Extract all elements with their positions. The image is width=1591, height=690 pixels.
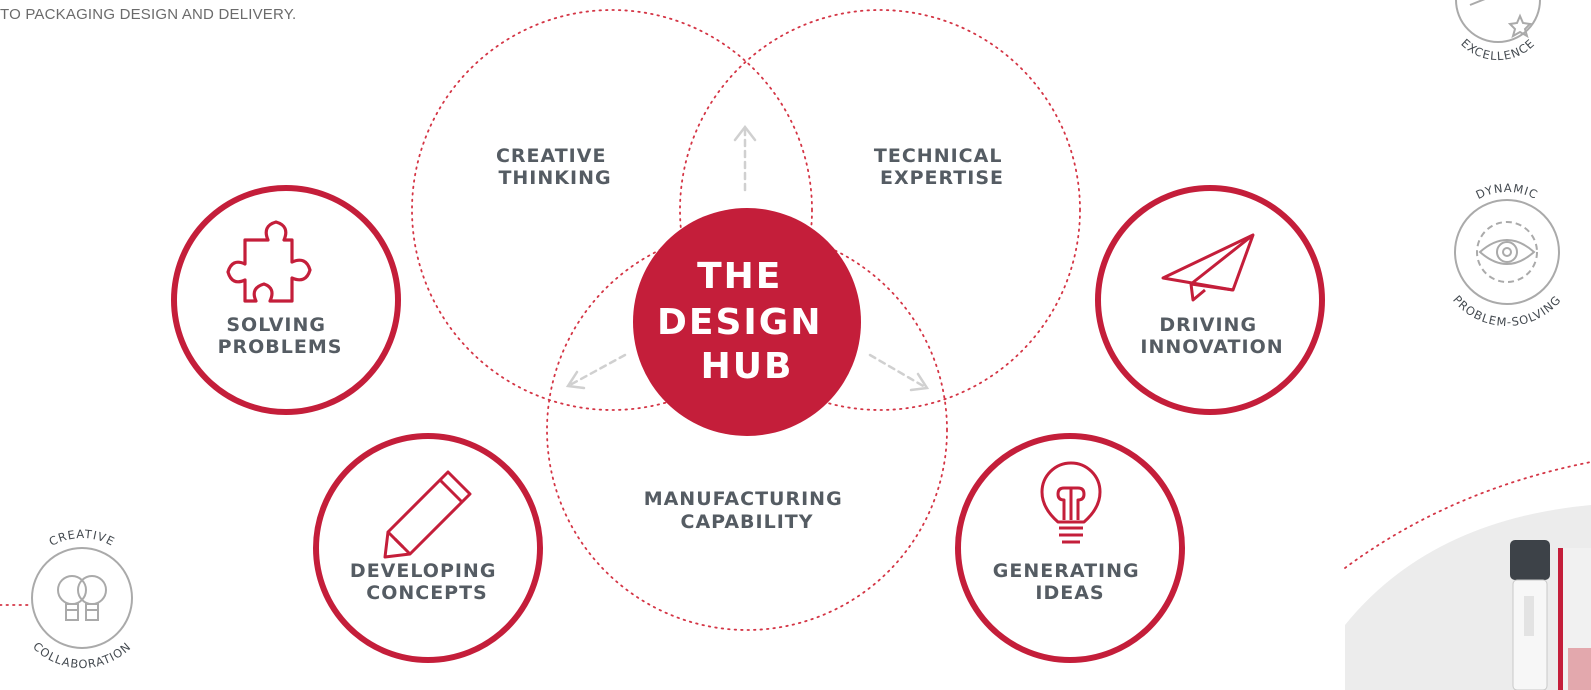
arrow-down-left-icon [565,353,627,390]
product-image [1345,505,1591,690]
excellence-badge: EXCELLENCE [1455,0,1541,63]
puzzle-icon [226,220,312,303]
venn-circle-technical [679,9,1081,411]
creative-collaboration-badge: CREATIVE COLLABORATION [30,527,134,671]
arrow-down-right-icon [868,353,930,392]
svg-text:DYNAMIC: DYNAMIC [1474,181,1541,202]
dynamic-badge: DYNAMIC PROBLEM-SOLVING [1450,181,1564,329]
driving-innovation-label: DRIVING INNOVATION [1140,314,1283,358]
venn-circle-creative [411,9,813,411]
developing-concepts-label: DEVELOPING CONCEPTS [350,560,504,604]
svg-text:EXCELLENCE: EXCELLENCE [1458,36,1537,63]
svg-text:CREATIVE: CREATIVE [47,527,118,549]
arrow-up-icon [733,124,757,192]
pencil-icon [383,470,472,559]
svg-text:COLLABORATION: COLLABORATION [30,639,134,671]
outcome-circle-developing [313,433,543,663]
paper-plane-icon [1161,233,1255,302]
generating-ideas-label: GENERATING IDEAS [993,560,1147,604]
svg-text:PROBLEM-SOLVING: PROBLEM-SOLVING [1450,292,1564,329]
manufacturing-capability-label: MANUFACTURING CAPABILITY [644,488,851,533]
eye-gear-icon [1476,221,1538,283]
solving-problems-label: SOLVING PROBLEMS [218,314,343,358]
lightbulb-icon [1040,461,1102,544]
decorative-dotted-arc-right [1344,461,1591,569]
svg-text:THE DESIGN HUB: THE DESIGN HUB [657,256,837,387]
outcome-circle-solving [171,185,401,415]
intro-text: TO PACKAGING DESIGN AND DELIVERY. [0,6,297,23]
outcome-circle-driving [1095,185,1325,415]
lightbulbs-icon [57,575,107,621]
magic-wand-icon [1469,0,1533,39]
outcome-circle-generating [955,433,1185,663]
technical-expertise-label: TECHNICAL EXPERTISE [874,145,1010,189]
design-hub-center: THE DESIGN HUB [633,208,861,436]
creative-thinking-label: CREATIVE THINKING [496,145,614,189]
